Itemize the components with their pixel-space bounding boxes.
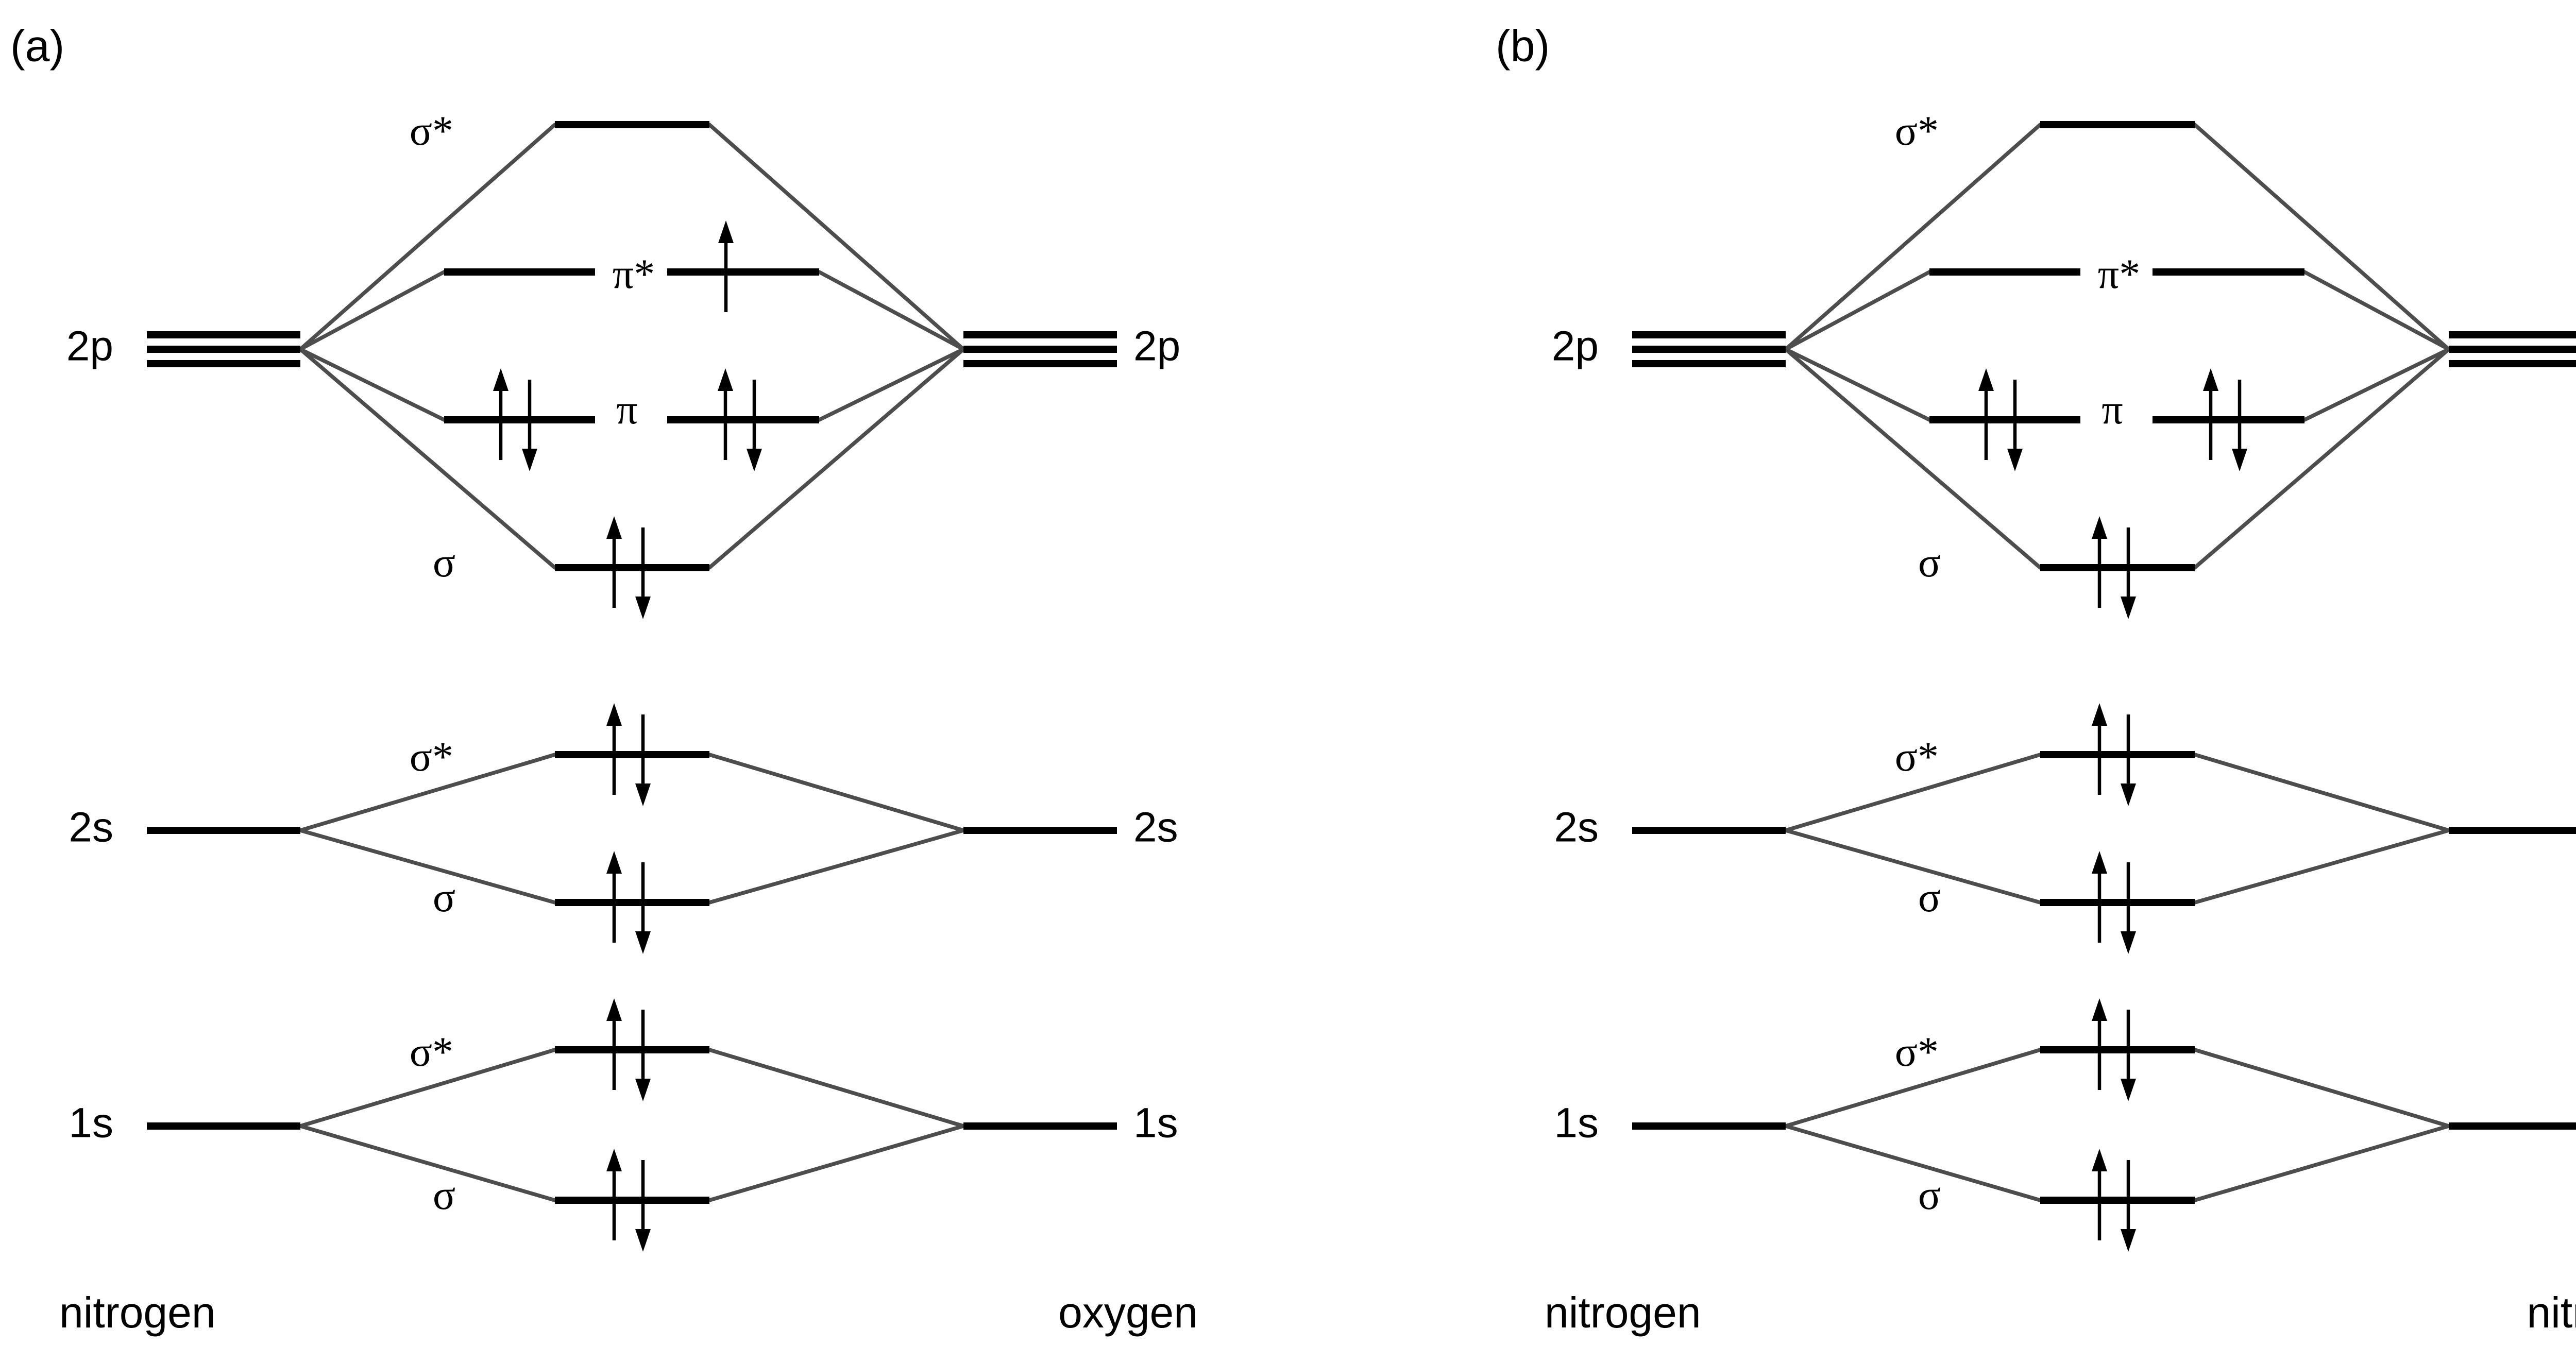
corr-line (298, 270, 446, 351)
pi-star-2p-right-electron-up (718, 220, 734, 312)
pi-2p-right-electron-down (747, 380, 762, 471)
corr-line (2193, 753, 2451, 832)
sigma-2p-electron-down (2121, 527, 2136, 619)
right-2p-label: 2p (1133, 323, 1180, 370)
left-1s-label: 1s (69, 1100, 113, 1147)
sigma-2p-label: σ (433, 539, 455, 586)
sigma-1s-electron-up (606, 1149, 622, 1240)
corr-line (298, 347, 557, 570)
sigma-star-2s-electron-down (635, 714, 651, 806)
corr-line (2193, 123, 2451, 351)
corr-line (1784, 1124, 2042, 1202)
sigma-1s-label: σ (1918, 1171, 1941, 1218)
corr-line (1784, 1048, 2042, 1128)
right-atom-label: nitrogen (2527, 1288, 2576, 1337)
sigma-2p-electron-up (2092, 516, 2107, 608)
sigma-star-2s-label: σ* (410, 733, 453, 780)
sigma-star-2p-label: σ* (410, 107, 453, 154)
corr-line (2193, 828, 2451, 905)
corr-line (707, 753, 965, 832)
pi-star-2p-label: π* (613, 250, 655, 297)
corr-line (707, 1048, 965, 1128)
pi-2p-right-electron-up (718, 368, 733, 460)
sigma-1s-electron-down (2121, 1160, 2136, 1252)
left-2p-label: 2p (1552, 323, 1599, 370)
pi-2p-left-electron-up (1978, 368, 1994, 460)
corr-line (1784, 123, 2042, 351)
panel-tag: (b) (1496, 22, 1550, 71)
corr-line (817, 270, 965, 351)
corr-line (1784, 828, 2042, 905)
pi-2p-right-electron-down (2232, 380, 2247, 471)
corr-line (2193, 1124, 2451, 1202)
corr-line (1784, 347, 2042, 570)
left-2p-label: 2p (66, 323, 113, 370)
corr-line (298, 753, 557, 832)
sigma-2s-electron-down (2121, 862, 2136, 954)
sigma-1s-electron-up (2092, 1149, 2107, 1240)
sigma-star-2s-label: σ* (1895, 733, 1939, 780)
corr-line (2302, 347, 2451, 422)
sigma-star-2s-electron-down (2121, 714, 2136, 806)
corr-line (2193, 347, 2451, 570)
pi-2p-right-electron-up (2203, 368, 2218, 460)
sigma-2s-label: σ (1918, 874, 1941, 921)
sigma-1s-label: σ (433, 1171, 455, 1218)
sigma-star-1s-electron-up (2092, 998, 2107, 1090)
corr-line (298, 1048, 557, 1128)
sigma-star-1s-electron-up (606, 998, 622, 1090)
left-2s-label: 2s (69, 804, 113, 851)
right-atom-label: oxygen (1058, 1288, 1198, 1337)
corr-line (2302, 270, 2451, 351)
sigma-star-1s-label: σ* (410, 1028, 453, 1075)
corr-line (298, 1124, 557, 1202)
sigma-star-2s-electron-up (606, 703, 622, 795)
corr-line (707, 347, 965, 570)
pi-2p-label: π (616, 386, 637, 433)
panel-tag: (a) (10, 22, 64, 71)
sigma-2p-electron-up (606, 516, 622, 608)
mo-diagram-panel-a: σ* π* π σ σ* σ σ* σ 2p 2p 2s 2s 1s 1s (a) nitrogen oxyge… (10, 22, 1198, 1337)
sigma-2s-electron-up (2092, 851, 2107, 943)
corr-line (298, 123, 557, 351)
corr-line (298, 828, 557, 905)
sigma-star-1s-label: σ* (1895, 1028, 1939, 1075)
left-1s-label: 1s (1554, 1100, 1599, 1147)
corr-line (1784, 753, 2042, 832)
pi-2p-label: π (2102, 386, 2123, 433)
mo-diagram-panel-b: σ*π*πσσ*σσ*σ2p2p2s2s1s1s(b)nitrogennitro… (1496, 22, 2576, 1337)
corr-line (707, 123, 965, 351)
left-atom-label: nitrogen (59, 1288, 216, 1337)
sigma-2s-electron-up (606, 851, 622, 943)
corr-line (707, 828, 965, 905)
left-2s-label: 2s (1554, 804, 1599, 851)
sigma-2s-electron-down (635, 862, 651, 954)
corr-line (298, 347, 446, 422)
pi-star-2p-label: π* (2098, 250, 2140, 297)
sigma-star-2s-electron-up (2092, 703, 2107, 795)
left-atom-label: nitrogen (1545, 1288, 1701, 1337)
pi-2p-left-electron-down (522, 380, 537, 471)
corr-line (707, 1124, 965, 1202)
right-1s-label: 1s (1133, 1100, 1178, 1147)
corr-line (2193, 1048, 2451, 1128)
sigma-2p-electron-down (635, 527, 651, 619)
sigma-1s-electron-down (635, 1160, 651, 1252)
pi-2p-left-electron-down (2007, 380, 2023, 471)
corr-line (817, 347, 965, 422)
pi-2p-left-electron-up (493, 368, 509, 460)
right-2s-label: 2s (1133, 804, 1178, 851)
sigma-2p-label: σ (1918, 539, 1941, 586)
corr-line (1784, 270, 1931, 351)
corr-line (1784, 347, 1931, 422)
sigma-2s-label: σ (433, 874, 455, 921)
sigma-star-1s-electron-down (2121, 1010, 2136, 1101)
sigma-star-2p-label: σ* (1895, 107, 1939, 154)
sigma-star-1s-electron-down (635, 1010, 651, 1101)
